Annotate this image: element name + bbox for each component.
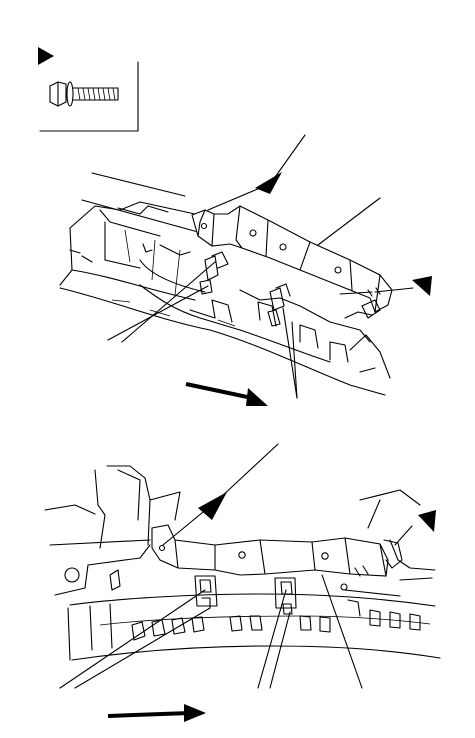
bottom-right-triangle-marker-icon <box>418 510 436 532</box>
top-front-arrow-icon <box>185 382 268 406</box>
top-floor-structure <box>59 172 391 396</box>
fastener-legend <box>38 47 139 132</box>
legend-triangle-marker-icon <box>38 47 54 65</box>
top-assembly-view <box>59 134 432 406</box>
bottom-callouts <box>59 443 436 689</box>
top-right-triangle-marker-icon <box>412 276 432 296</box>
bottom-assembly-view <box>44 443 441 722</box>
flange-bolt-icon <box>49 81 119 107</box>
top-callouts <box>107 134 432 399</box>
bottom-triangle-marker-icon <box>198 492 227 520</box>
top-triangle-marker-icon <box>255 172 282 194</box>
legend-box-frame <box>39 61 139 132</box>
bottom-clip-mounts <box>194 575 297 615</box>
bottom-bracket <box>151 524 403 591</box>
top-bracket <box>142 205 393 319</box>
bottom-front-arrow-icon <box>107 704 206 722</box>
